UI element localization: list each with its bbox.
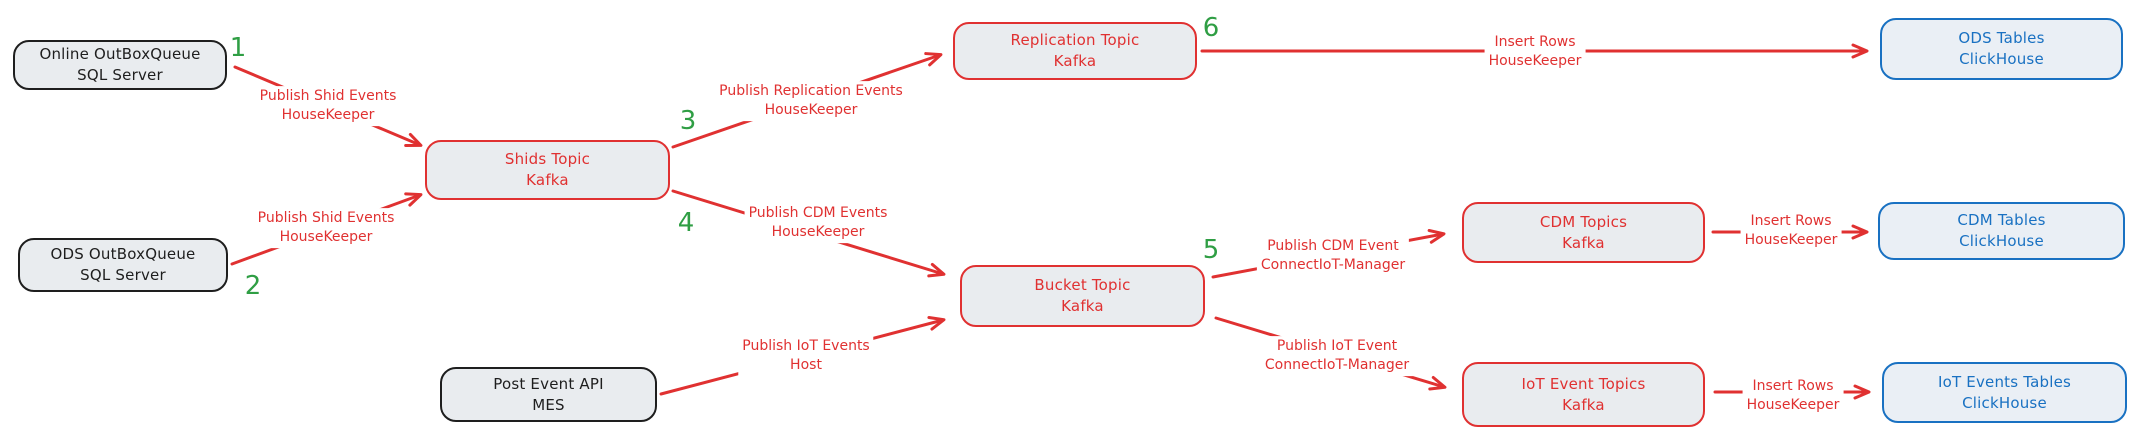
- edge-label-line1: Publish Shid Events: [257, 210, 395, 227]
- node-label-line2: Kafka: [526, 171, 569, 189]
- edge-label-publish-cdm-events: Publish CDM Events HouseKeeper: [744, 203, 892, 243]
- edge-label-insert-rows-cdm: Insert Rows HouseKeeper: [1740, 211, 1842, 251]
- edge-label-insert-rows-ods: Insert Rows HouseKeeper: [1484, 32, 1586, 72]
- sequence-number-4: 4: [677, 208, 695, 238]
- node-label-line1: Online OutBoxQueue: [39, 45, 201, 63]
- edge-label-line1: Publish Replication Events: [719, 83, 903, 100]
- node-post-event-api-mes[interactable]: Post Event API MES: [440, 367, 657, 422]
- node-label-line2: Kafka: [1562, 233, 1605, 252]
- node-iot-events-tables-clickhouse[interactable]: IoT Events Tables ClickHouse: [1882, 362, 2127, 423]
- edge-label-line2: ConnectIoT-Manager: [1264, 357, 1410, 373]
- node-label-line2: SQL Server: [77, 66, 163, 84]
- sequence-number-5: 5: [1202, 235, 1220, 265]
- node-ods-tables-clickhouse[interactable]: ODS Tables ClickHouse: [1880, 18, 2123, 80]
- node-label-line1: IoT Events Tables: [1937, 372, 2072, 391]
- edge-label-line1: Publish CDM Events: [748, 205, 888, 222]
- node-label-line2: ClickHouse: [1962, 393, 2047, 412]
- edge-label-line1: Publish CDM Event: [1267, 238, 1399, 255]
- node-bucket-topic-kafka[interactable]: Bucket Topic Kafka: [960, 265, 1205, 327]
- node-online-outboxqueue-sql-server[interactable]: Online OutBoxQueue SQL Server: [13, 40, 227, 90]
- node-label-line1: Shids Topic: [504, 150, 591, 168]
- node-cdm-tables-clickhouse[interactable]: CDM Tables ClickHouse: [1878, 202, 2125, 260]
- node-ods-outboxqueue-sql-server[interactable]: ODS OutBoxQueue SQL Server: [18, 238, 228, 292]
- node-label-line2: ClickHouse: [1959, 50, 2044, 68]
- edge-label-line2: HouseKeeper: [281, 107, 375, 123]
- edge-label-publish-iot-event: Publish IoT Event ConnectIoT-Manager: [1260, 336, 1414, 376]
- sequence-number-6: 6: [1202, 13, 1220, 43]
- node-label-line2: Kafka: [1562, 395, 1605, 414]
- node-label-line1: CDM Topics: [1539, 212, 1628, 231]
- edge-label-line1: Insert Rows: [1750, 213, 1832, 230]
- edge-label-line2: HouseKeeper: [279, 229, 373, 245]
- edge-label-line1: Publish IoT Events: [742, 338, 870, 355]
- node-label-line2: Kafka: [1053, 52, 1097, 70]
- edge-label-publish-iot-events-host: Publish IoT Events Host: [738, 336, 874, 376]
- edge-label-line1: Insert Rows: [1752, 378, 1834, 395]
- sequence-number-3: 3: [679, 106, 697, 136]
- edge-label-publish-cdm-event: Publish CDM Event ConnectIoT-Manager: [1256, 236, 1410, 276]
- edge-label-line2: HouseKeeper: [1746, 397, 1840, 413]
- node-label-line1: Post Event API: [493, 374, 604, 393]
- node-label-line1: Replication Topic: [1010, 31, 1140, 49]
- node-label-line1: CDM Tables: [1957, 211, 2046, 229]
- node-shids-topic-kafka[interactable]: Shids Topic Kafka: [425, 140, 670, 200]
- node-label-line1: Bucket Topic: [1034, 276, 1131, 294]
- edge-label-line1: Publish Shid Events: [259, 88, 397, 105]
- edge-label-line1: Insert Rows: [1494, 34, 1576, 51]
- edge-label-publish-shid-events-online: Publish Shid Events HouseKeeper: [255, 86, 401, 126]
- node-label-line1: IoT Event Topics: [1521, 374, 1646, 393]
- edge-label-line2: HouseKeeper: [764, 102, 858, 118]
- edge-label-line2: ConnectIoT-Manager: [1260, 257, 1406, 273]
- edge-label-line2: HouseKeeper: [771, 224, 865, 240]
- node-iot-event-topics-kafka[interactable]: IoT Event Topics Kafka: [1462, 362, 1705, 427]
- edge-label-insert-rows-iot: Insert Rows HouseKeeper: [1742, 376, 1844, 416]
- node-label-line1: ODS Tables: [1958, 29, 2045, 47]
- node-replication-topic-kafka[interactable]: Replication Topic Kafka: [953, 22, 1197, 80]
- node-label-line1: ODS OutBoxQueue: [50, 245, 196, 263]
- node-label-line2: ClickHouse: [1959, 232, 2044, 250]
- sequence-number-1: 1: [229, 33, 247, 63]
- edge-label-line2: Host: [790, 357, 822, 373]
- edge-label-line2: HouseKeeper: [1744, 232, 1838, 248]
- node-label-line2: MES: [532, 395, 565, 414]
- node-label-line2: SQL Server: [80, 266, 166, 284]
- edge-label-line1: Publish IoT Event: [1276, 338, 1398, 355]
- node-label-line2: Kafka: [1061, 297, 1104, 315]
- edge-label-publish-shid-events-ods: Publish Shid Events HouseKeeper: [253, 208, 399, 248]
- node-cdm-topics-kafka[interactable]: CDM Topics Kafka: [1462, 202, 1705, 263]
- edge-label-publish-replication-events: Publish Replication Events HouseKeeper: [715, 81, 907, 121]
- edge-label-line2: HouseKeeper: [1488, 53, 1582, 69]
- sequence-number-2: 2: [244, 271, 262, 301]
